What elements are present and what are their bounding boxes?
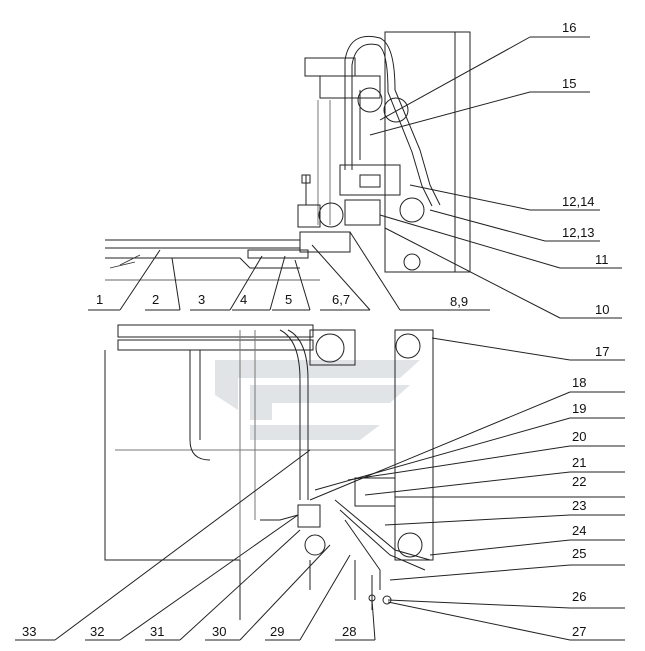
callout-1: 1 (96, 292, 103, 307)
callout-30: 30 (212, 624, 226, 639)
callout-4: 4 (240, 292, 247, 307)
callout-16: 16 (562, 20, 576, 35)
callout-22: 22 (572, 474, 586, 489)
callout-25: 25 (572, 546, 586, 561)
callout-2: 2 (152, 292, 159, 307)
callout-3: 3 (198, 292, 205, 307)
callout-10: 10 (595, 302, 609, 317)
callout-20: 20 (572, 429, 586, 444)
callout-26: 26 (572, 589, 586, 604)
callout-11: 11 (595, 252, 609, 267)
callout-12-14: 12,14 (562, 194, 595, 209)
callout-6-7: 6,7 (332, 292, 350, 307)
leader-lines (15, 36, 625, 641)
callout-15: 15 (562, 76, 576, 91)
lower-view (104, 324, 434, 620)
callout-17: 17 (595, 344, 609, 359)
callout-27: 27 (572, 624, 586, 639)
callout-24: 24 (572, 523, 586, 538)
callout-29: 29 (270, 624, 284, 639)
callout-21: 21 (572, 455, 586, 470)
frame-rail-lower (394, 329, 434, 561)
callout-33: 33 (22, 624, 36, 639)
upper-view (105, 31, 471, 281)
callout-12-13: 12,13 (562, 225, 595, 240)
callout-19: 19 (572, 401, 586, 416)
callout-32: 32 (90, 624, 104, 639)
frame-rail-upper (384, 31, 471, 273)
callout-28: 28 (342, 624, 356, 639)
callout-5: 5 (285, 292, 292, 307)
callout-18: 18 (572, 375, 586, 390)
callout-23: 23 (572, 498, 586, 513)
callout-8-9: 8,9 (450, 294, 468, 309)
callout-31: 31 (150, 624, 164, 639)
callout-labels: 16 15 12,14 12,13 11 10 8,9 1 2 3 4 5 6,… (22, 20, 609, 639)
watermark-logo (215, 360, 420, 440)
